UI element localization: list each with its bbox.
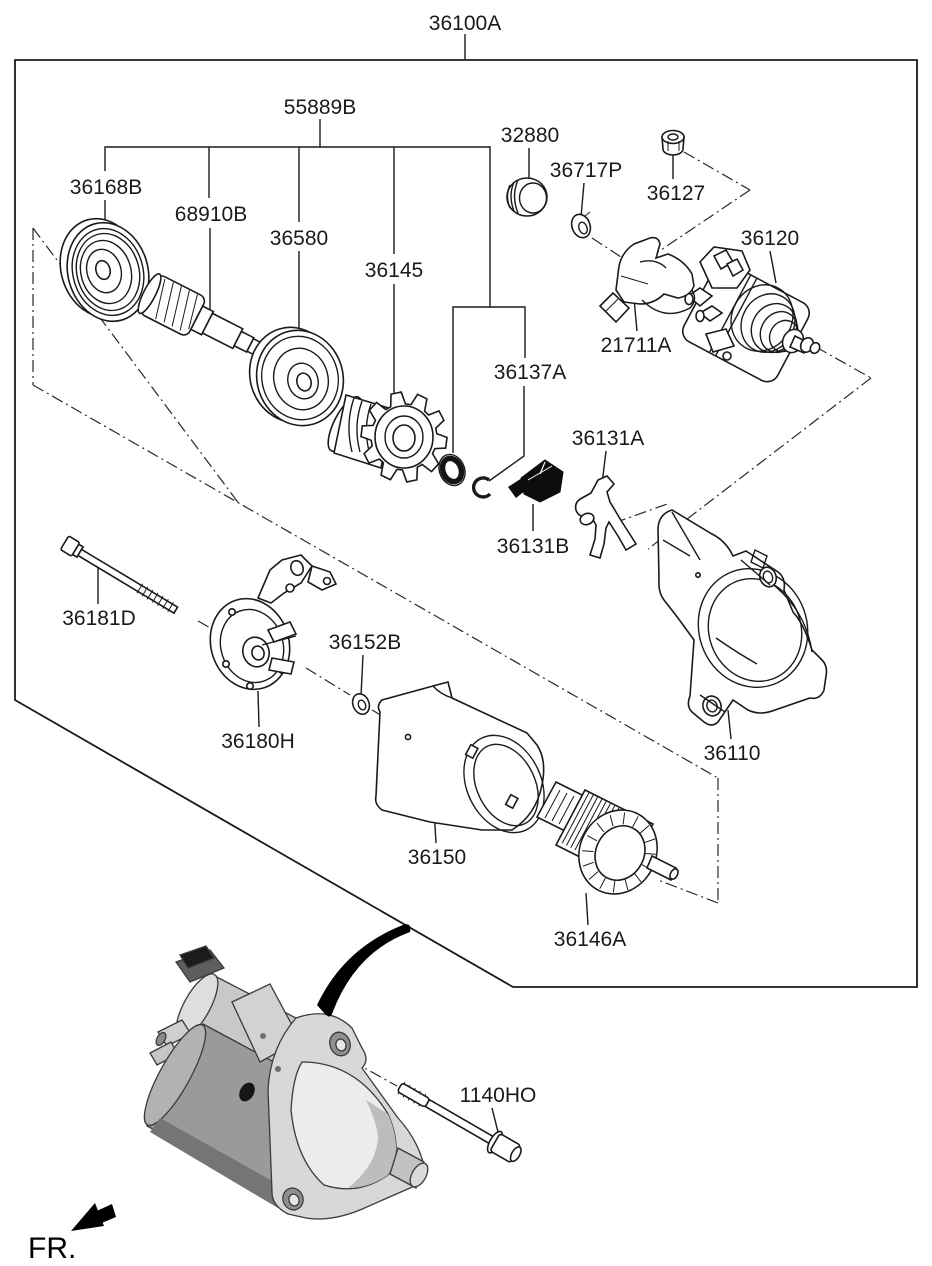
part-label-36146A: 36146A — [554, 928, 626, 951]
part-label-36137A: 36137A — [494, 361, 566, 384]
part-label-36120: 36120 — [741, 227, 799, 250]
part-label-36168B: 36168B — [70, 176, 142, 199]
part-label-55889B: 55889B — [284, 96, 356, 119]
part-lock-washer-drawing — [570, 211, 592, 239]
part-label-68910B: 68910B — [175, 203, 247, 226]
part-felt-seal-drawing — [438, 453, 466, 487]
part-packing-drawing — [508, 459, 564, 503]
part-label-36181D: 36181D — [62, 607, 136, 630]
diagram-border — [14, 59, 918, 988]
part-label-36145: 36145 — [365, 259, 423, 282]
part-label-32880: 32880 — [501, 124, 559, 147]
part-label-36100A: 36100A — [429, 12, 501, 35]
part-label-36580: 36580 — [270, 227, 328, 250]
part-plunger-lever-drawing — [598, 236, 696, 324]
fr-direction-arrow-icon — [71, 1203, 116, 1231]
part-label-36110: 36110 — [704, 742, 761, 765]
part-washer-drawing — [351, 693, 371, 715]
assembly-swoosh-arrow-icon — [317, 924, 411, 1017]
part-armature-drawing — [535, 780, 679, 895]
part-label-21711A: 21711A — [601, 334, 672, 357]
fr-direction-label: FR. — [28, 1232, 76, 1265]
part-front-bracket-drawing — [657, 509, 828, 726]
part-label-36127: 36127 — [647, 182, 705, 205]
callout-leader-lines — [97, 119, 777, 1141]
part-overrun-clutch-drawing — [327, 391, 448, 483]
part-solenoid-drawing — [681, 246, 821, 383]
part-label-1140HO: 1140HO — [460, 1084, 537, 1107]
part-mounting-bolt-drawing — [397, 1081, 522, 1163]
part-shift-lever-drawing — [574, 475, 638, 559]
part-label-36180H: 36180H — [221, 730, 295, 753]
part-label-36150: 36150 — [408, 846, 466, 869]
assembled-starter-render — [143, 945, 429, 1220]
part-cap-plug-drawing — [506, 177, 548, 217]
part-nut-drawing — [661, 129, 685, 156]
part-label-36152B: 36152B — [329, 631, 401, 654]
part-label-36131A: 36131A — [572, 427, 644, 450]
part-snap-ring-drawing — [471, 476, 492, 499]
part-label-36717P: 36717P — [550, 159, 622, 182]
part-pulley-drawing — [59, 217, 150, 323]
part-label-36131B: 36131B — [497, 535, 569, 558]
part-yoke-drawing — [374, 681, 545, 834]
part-through-bolt-drawing — [60, 535, 179, 615]
part-idler-disc-drawing — [248, 326, 345, 427]
part-brush-holder-drawing — [209, 554, 338, 691]
